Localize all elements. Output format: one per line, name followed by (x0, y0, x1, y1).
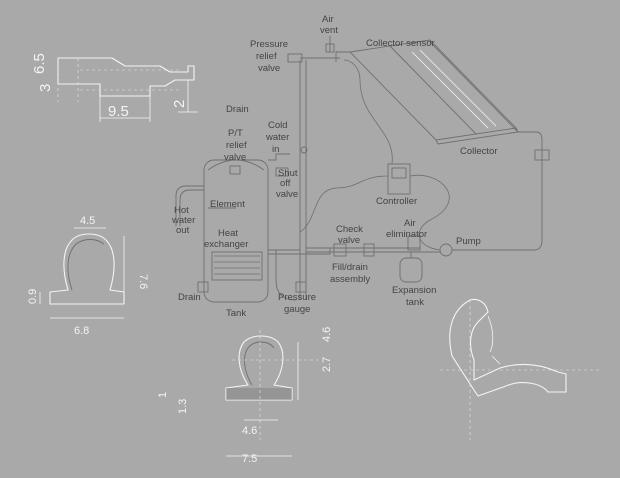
dim-6-8: 6.8 (74, 325, 89, 337)
label-check-valve-2: valve (338, 235, 360, 246)
label-pressure-gauge-2: gauge (284, 304, 310, 315)
dim-7-5: 7.5 (242, 453, 257, 465)
label-hot-water-3: out (176, 225, 190, 236)
label-heat-exchanger-1: Heat (218, 228, 238, 239)
label-air-vent-2: vent (320, 25, 338, 36)
label-fill-drain-2: assembly (330, 274, 370, 285)
dim-4-6: 4.6 (242, 425, 257, 437)
collector-supply-pipe (335, 51, 350, 62)
label-collector-sensor: Collector sensor (366, 38, 435, 49)
label-shut-off-3: valve (276, 189, 298, 200)
label-tank: Tank (226, 308, 246, 319)
label-drain-top: Drain (226, 104, 249, 115)
label-heat-exchanger-2: exchanger (204, 239, 248, 250)
profile-c-sketch (440, 298, 600, 440)
dim-2-7: 2.7 (321, 357, 333, 372)
label-pt-relief-3: valve (224, 152, 246, 163)
label-air-eliminator-2: eliminator (386, 229, 427, 240)
collector-return-pipe (452, 131, 543, 251)
label-cold-water-2: water (265, 132, 289, 143)
profile-b-sketch: 1 1.3 2.7 4.6 4.6 7.5 (157, 327, 333, 465)
expansion-tank (399, 257, 423, 283)
label-shut-off-2: off (280, 178, 291, 189)
label-expansion-tank-1: Expansion (392, 285, 436, 296)
dim-6-5: 6.5 (31, 53, 48, 74)
label-cold-water-1: Cold (268, 120, 288, 131)
water-tank (203, 159, 269, 303)
label-controller: Controller (376, 196, 417, 207)
label-hot-water-1: Hot (174, 205, 189, 216)
profile-a-sketch: 4.5 7.6 0.9 6.8 (27, 215, 149, 337)
air-vent (325, 36, 335, 53)
label-pt-relief-2: relief (226, 140, 247, 151)
label-air-eliminator-1: Air (404, 218, 416, 229)
dim-3: 3 (37, 84, 54, 92)
dim-1: 1 (157, 392, 169, 398)
label-pressure-relief-2: relief (256, 51, 277, 62)
label-shut-off-1: Shut (278, 168, 298, 179)
dim-4-5: 4.5 (80, 215, 95, 227)
label-pressure-relief-1: Pressure (250, 39, 288, 50)
label-expansion-tank-2: tank (406, 297, 424, 308)
label-pressure-relief-3: valve (258, 63, 280, 74)
label-pt-relief-1: P/T (228, 128, 243, 139)
hot-water-out-pipe (175, 185, 204, 226)
label-pump: Pump (456, 236, 481, 247)
solar-heating-schematic: Air vent Pressure relief valve Collector… (171, 14, 550, 319)
dim-9-5: 9.5 (108, 103, 129, 120)
dim-2: 2 (171, 100, 188, 108)
dim-1-3: 1.3 (177, 399, 189, 414)
label-drain-bottom: Drain (178, 292, 201, 303)
label-element: Element (210, 199, 245, 210)
pressure-gauge (295, 281, 307, 293)
pump (439, 243, 453, 257)
label-cold-water-3: in (272, 144, 279, 155)
collector-panel (349, 39, 519, 145)
label-check-valve-1: Check (336, 224, 363, 235)
dim-0-9: 0.9 (27, 289, 39, 304)
label-fill-drain-1: Fill/drain (332, 262, 368, 273)
dim-7-6: 7.6 (137, 274, 149, 289)
dim-4-6-side: 4.6 (321, 327, 333, 342)
label-hot-water-2: water (171, 215, 195, 226)
label-air-vent-1: Air (322, 14, 334, 25)
label-collector: Collector (460, 146, 498, 157)
pressure-relief-valve (287, 53, 303, 63)
top-left-profile-sketch: 6.5 3 9.5 2 (31, 53, 198, 122)
label-pressure-gauge-1: Pressure (278, 292, 316, 303)
controller-box (387, 163, 411, 195)
air-eliminator (407, 235, 421, 251)
